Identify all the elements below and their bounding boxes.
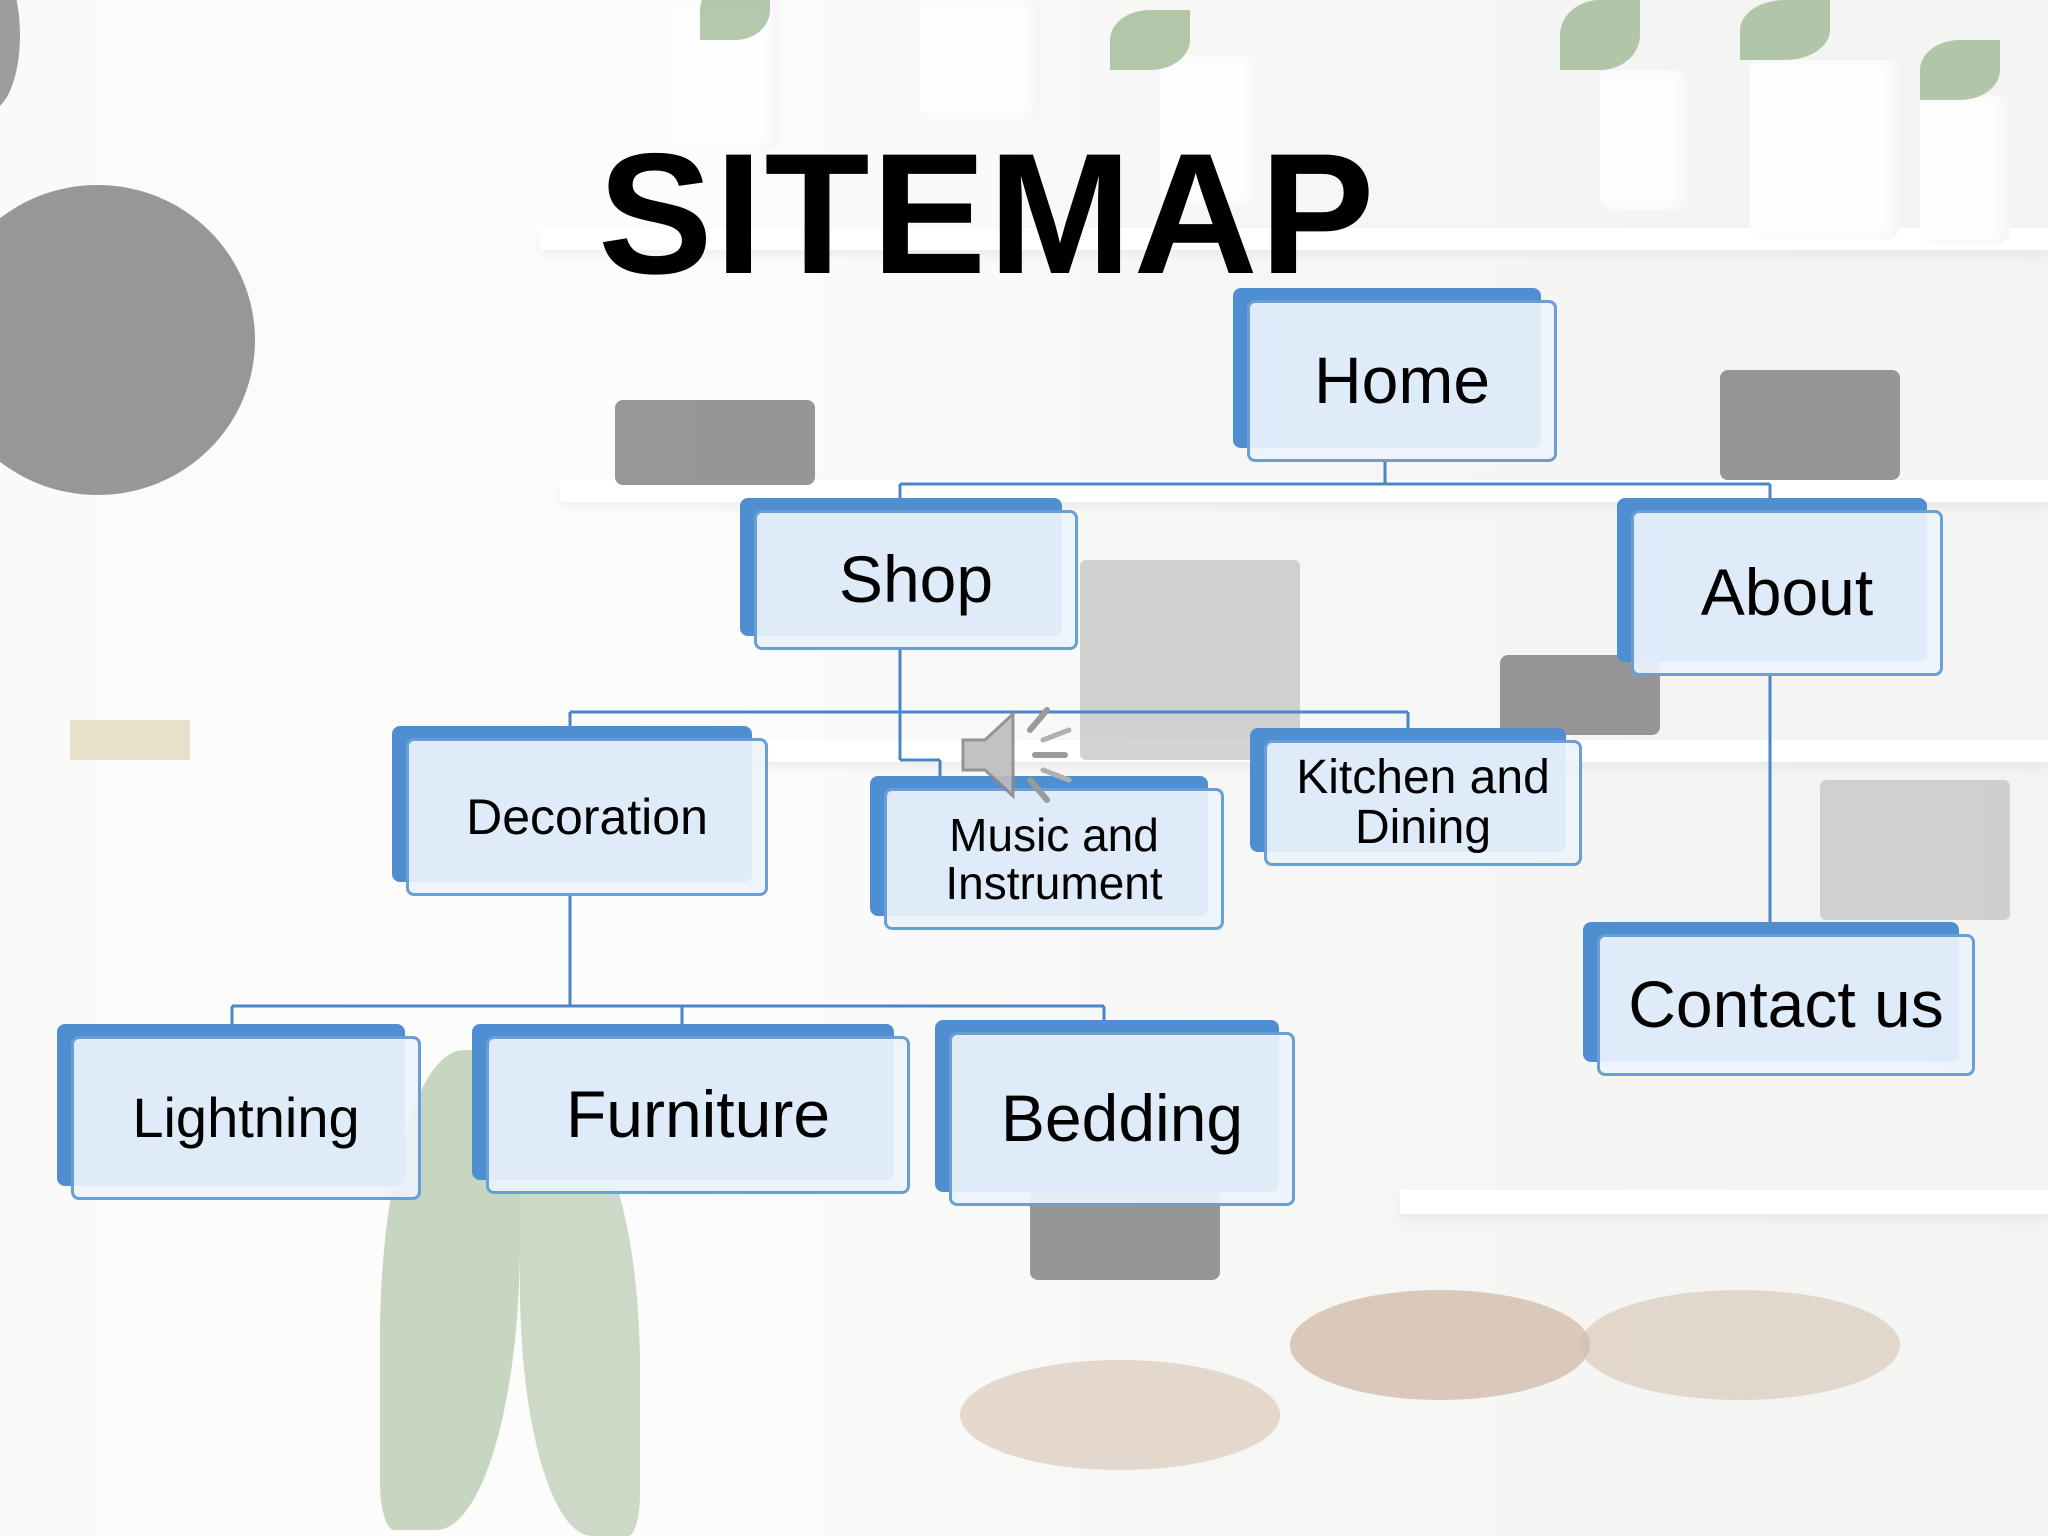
node-lightning[interactable]: Lightning [57, 1024, 421, 1200]
background-pot [1600, 70, 1690, 210]
node-card: About [1631, 510, 1943, 676]
background-pot [1920, 95, 2010, 245]
node-label-kitchen: Kitchen and Dining [1296, 750, 1550, 854]
node-card: Music and Instrument [884, 788, 1224, 930]
node-label-music: Music and Instrument [945, 808, 1163, 909]
background-plant [1920, 40, 2000, 100]
node-label-contact: Contact us [1628, 967, 1944, 1042]
node-label-about: About [1700, 555, 1874, 630]
node-bedding[interactable]: Bedding [935, 1020, 1295, 1206]
background-pot [920, 0, 1040, 120]
background-mugs [615, 400, 815, 485]
node-card: Home [1247, 300, 1557, 462]
node-label-decoration: Decoration [466, 788, 708, 845]
node-about[interactable]: About [1617, 498, 1943, 676]
node-label-lightning: Lightning [132, 1085, 360, 1149]
node-decoration[interactable]: Decoration [392, 726, 768, 896]
node-card: Bedding [949, 1032, 1295, 1206]
node-label-furniture: Furniture [565, 1077, 831, 1152]
background-plant [1110, 10, 1190, 70]
node-card: Decoration [406, 738, 768, 896]
node-contact-us[interactable]: Contact us [1583, 922, 1975, 1076]
node-card: Contact us [1597, 934, 1975, 1076]
node-kitchen-and-dining[interactable]: Kitchen and Dining [1250, 728, 1582, 866]
background-plant [1560, 0, 1640, 70]
background-textiles [1080, 560, 1300, 760]
background-pot [1160, 55, 1260, 205]
node-label-home: Home [1313, 343, 1491, 418]
node-shop[interactable]: Shop [740, 498, 1078, 650]
node-card: Kitchen and Dining [1264, 740, 1582, 866]
background-pot [1750, 60, 1900, 240]
background-bag [1720, 370, 1900, 480]
background-shelf [540, 228, 2048, 250]
background-hat-decoration [0, 185, 255, 495]
node-music-and-instrument[interactable]: Music and Instrument [870, 776, 1224, 930]
node-card: Furniture [486, 1036, 910, 1194]
background-stool [1290, 1290, 1590, 1400]
background-shelf [1400, 1190, 2048, 1214]
node-home[interactable]: Home [1233, 288, 1557, 462]
node-furniture[interactable]: Furniture [472, 1024, 910, 1194]
background-wall-hanging [70, 720, 190, 760]
node-label-shop: Shop [838, 542, 994, 617]
background-stool [1580, 1290, 1900, 1400]
node-label-bedding: Bedding [1000, 1081, 1244, 1156]
background-plant [1740, 0, 1830, 60]
background-stack [1820, 780, 2010, 920]
page-title: SITEMAP [598, 118, 1377, 310]
node-card: Shop [754, 510, 1078, 650]
node-card: Lightning [71, 1036, 421, 1200]
speaker-icon[interactable] [955, 700, 1085, 810]
background-stool [960, 1360, 1280, 1470]
